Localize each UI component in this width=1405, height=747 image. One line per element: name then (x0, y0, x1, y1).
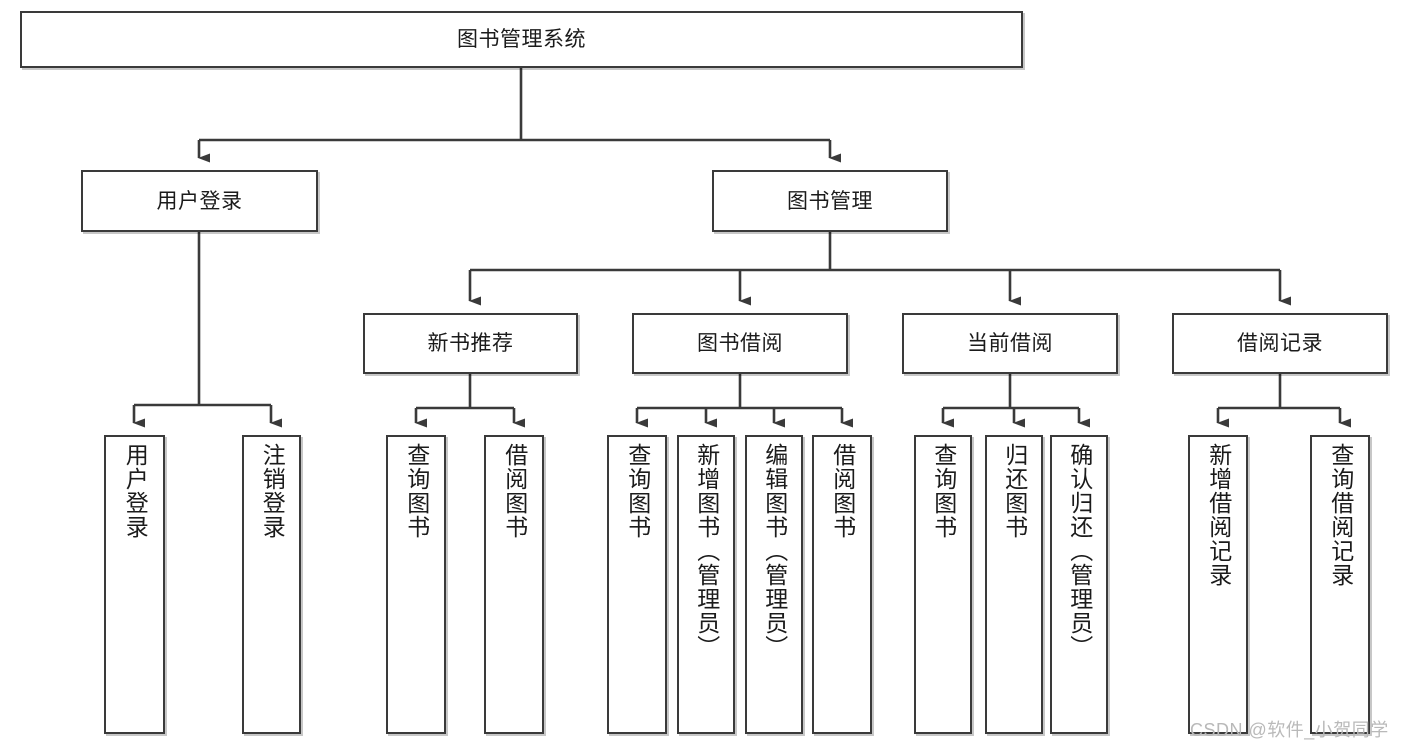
node-borrow-record[interactable]: 借阅记录 (1172, 313, 1388, 374)
leaf-node-label: 新增图书（管理员） (693, 443, 720, 659)
leaf-node-label: 借阅图书 (501, 443, 528, 539)
node-user-login-label: 用户登录 (156, 189, 243, 213)
node-book-management[interactable]: 图书管理 (712, 170, 948, 232)
leaf-node-label: 查询借阅记录 (1327, 443, 1354, 587)
leaf-node-label: 查询图书 (930, 443, 957, 539)
leaf-node[interactable]: 确认归还（管理员） (1050, 435, 1108, 734)
node-borrow-record-label: 借阅记录 (1237, 332, 1323, 355)
leaf-node[interactable]: 查询图书 (386, 435, 446, 734)
node-new-book-recommend-label: 新书推荐 (427, 332, 514, 355)
node-book-borrow[interactable]: 图书借阅 (632, 313, 848, 374)
leaf-node[interactable]: 注销登录 (242, 435, 301, 734)
node-book-borrow-label: 图书借阅 (697, 332, 783, 355)
node-current-borrow-label: 当前借阅 (967, 332, 1053, 355)
node-book-management-label: 图书管理 (787, 189, 873, 213)
leaf-node-label: 借阅图书 (829, 443, 856, 539)
leaf-node-label: 用户登录 (122, 443, 149, 539)
node-user-login[interactable]: 用户登录 (81, 170, 318, 232)
leaf-node[interactable]: 编辑图书（管理员） (745, 435, 803, 734)
leaf-node-label: 注销登录 (259, 443, 286, 539)
leaf-node-label: 新增借阅记录 (1205, 443, 1232, 587)
leaf-node-label: 确认归还（管理员） (1066, 443, 1093, 659)
node-root[interactable]: 图书管理系统 (20, 11, 1023, 68)
node-new-book-recommend[interactable]: 新书推荐 (363, 313, 578, 374)
leaf-node[interactable]: 借阅图书 (484, 435, 544, 734)
leaf-node-label: 归还图书 (1001, 443, 1028, 539)
leaf-node[interactable]: 借阅图书 (812, 435, 872, 734)
leaf-node-label: 编辑图书（管理员） (761, 443, 788, 659)
leaf-node[interactable]: 查询图书 (607, 435, 667, 734)
leaf-node[interactable]: 查询借阅记录 (1310, 435, 1370, 734)
leaf-node[interactable]: 新增图书（管理员） (677, 435, 735, 734)
node-root-label: 图书管理系统 (457, 28, 586, 51)
leaf-node[interactable]: 查询图书 (914, 435, 972, 734)
node-current-borrow[interactable]: 当前借阅 (902, 313, 1118, 374)
leaf-node[interactable]: 新增借阅记录 (1188, 435, 1248, 734)
leaf-node-label: 查询图书 (624, 443, 651, 539)
leaf-node-label: 查询图书 (403, 443, 430, 539)
leaf-node[interactable]: 归还图书 (985, 435, 1043, 734)
leaf-node[interactable]: 用户登录 (104, 435, 165, 734)
